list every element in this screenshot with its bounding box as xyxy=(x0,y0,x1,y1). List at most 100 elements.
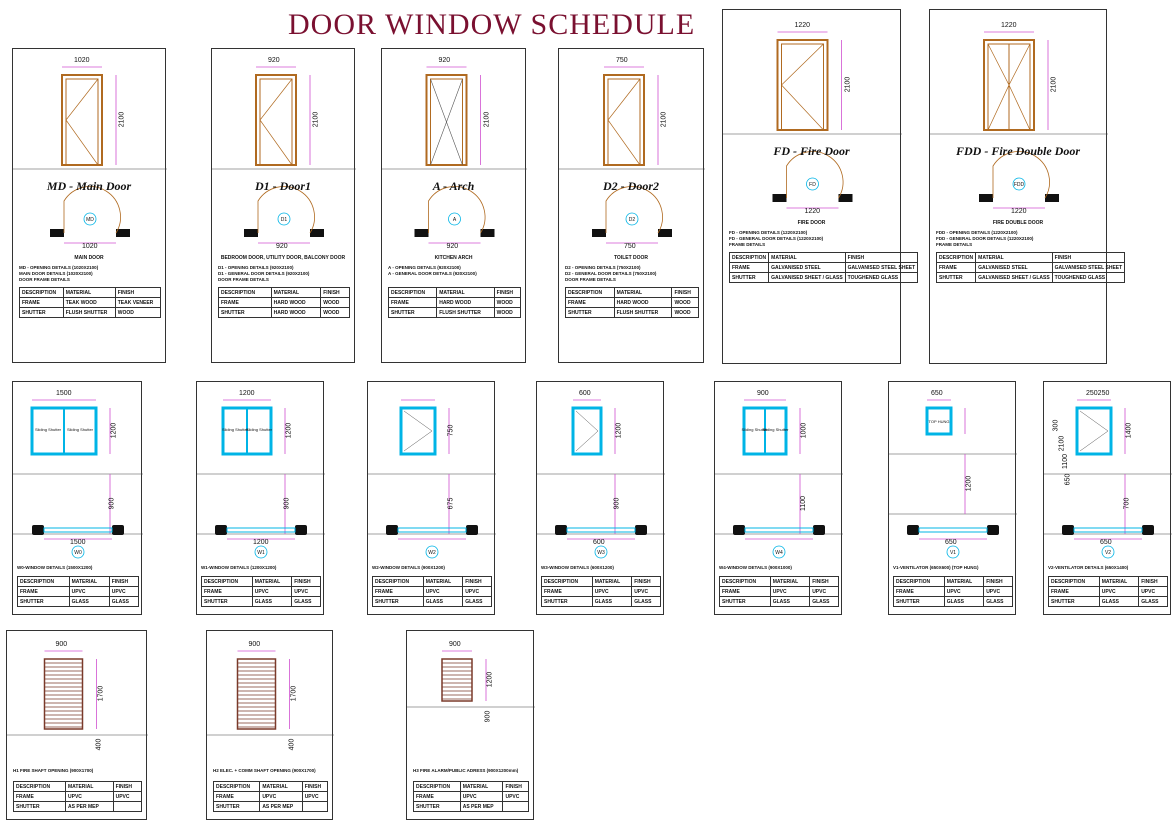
table-cell: FRAME xyxy=(565,297,615,308)
table-header-cell: FINISH xyxy=(844,252,919,263)
table-cell: GLASS xyxy=(943,596,985,607)
table-cell: GLASS xyxy=(1138,596,1168,607)
table-cell: UPVC xyxy=(301,791,329,802)
table-cell: WOOD xyxy=(320,297,350,308)
table-header-cell: FINISH xyxy=(493,287,522,298)
spec-line: MAIN DOOR DETAILS (1020X2100) xyxy=(19,271,93,276)
table-cell: TOUGHENED GLASS xyxy=(1051,272,1126,283)
table-cell: FRAME xyxy=(13,791,66,802)
door-swing-arc xyxy=(786,151,844,199)
plan-width-dimension: 1500 xyxy=(70,539,86,546)
table-cell: FLUSH SHUTTER xyxy=(62,307,116,318)
width-dimension: 900 xyxy=(55,641,68,648)
table-cell: WOOD xyxy=(320,307,350,318)
wall-block xyxy=(658,229,672,237)
table-header-cell: MATERIAL xyxy=(65,781,114,792)
table-header-cell: DESCRIPTION xyxy=(372,576,424,587)
window-card-v2-drawing: V2 xyxy=(1044,399,1172,559)
table-header-cell: MATERIAL xyxy=(259,781,303,792)
plan-width-dimension: 1200 xyxy=(253,539,269,546)
table-cell: AS PER MEP xyxy=(259,801,303,812)
window-tag: W3 xyxy=(597,550,605,556)
table-cell: UPVC xyxy=(983,586,1013,597)
spec-line: D1 - GENERAL DOOR DETAILS (920X2100) xyxy=(218,271,310,276)
door-frame-elevation xyxy=(603,74,645,166)
table-cell: FRAME xyxy=(541,586,593,597)
table-cell: UPVC xyxy=(108,586,140,597)
table-cell: SHUTTER xyxy=(541,596,593,607)
window-plan xyxy=(918,527,988,533)
window-tag: W2 xyxy=(428,550,436,556)
sill-dimension: 900 xyxy=(283,497,291,510)
sill-dimension: 675 xyxy=(447,497,455,510)
table-cell: UPVC xyxy=(943,586,985,597)
door-card-fdd-drawing: FDD xyxy=(930,31,1108,209)
plan-width-dimension: 650 xyxy=(1100,539,1112,546)
table-header-cell: DESCRIPTION xyxy=(893,576,945,587)
table-cell: GLASS xyxy=(769,596,811,607)
plan-width-dimension: 1220 xyxy=(804,208,821,215)
door-caption: FIRE DOUBLE DOOR xyxy=(992,220,1044,226)
table-cell: UPVC xyxy=(112,791,143,802)
spec-notes: A - OPENING DETAILS (920X2100)A - GENERA… xyxy=(388,265,477,277)
table-cell: GLASS xyxy=(809,596,839,607)
spec-title: H3 FIRE ALARM/PUBLIC ADRESS (900X1200mm) xyxy=(413,768,519,773)
window-plan xyxy=(43,527,113,533)
sill-dimension: 400 xyxy=(94,738,102,751)
extra-dimension: 1100 xyxy=(1062,453,1070,470)
extra-dimension: 300 xyxy=(1052,419,1060,432)
table-cell: UPVC xyxy=(462,586,492,597)
height-dimension: 1200 xyxy=(285,422,293,439)
table-cell: FRAME xyxy=(413,791,461,802)
height-dimension: 1000 xyxy=(800,422,808,439)
table-header-cell: MATERIAL xyxy=(459,781,504,792)
table-cell xyxy=(112,801,143,812)
height-dimension: 1700 xyxy=(289,685,297,702)
wall-block xyxy=(1045,194,1059,202)
window-frame-elevation xyxy=(399,406,437,456)
door-card-md-drawing: MD xyxy=(13,66,167,244)
door-title: FD - Fire Door xyxy=(773,144,850,158)
table-cell: GLASS xyxy=(591,596,633,607)
height-dimension: 1200 xyxy=(486,671,494,688)
height-dimension: 2100 xyxy=(660,111,668,128)
table-header-cell: FINISH xyxy=(114,287,162,298)
table-cell: GLASS xyxy=(983,596,1013,607)
wall-block xyxy=(592,229,606,237)
table-header-cell: DESCRIPTION xyxy=(13,781,66,792)
shaft-card-h3-drawing xyxy=(407,650,535,708)
width-dimension: 1220 xyxy=(1001,22,1017,29)
table-header-cell: DESCRIPTION xyxy=(387,287,438,298)
spec-line: D1 - OPENING DETAILS (920X2100) xyxy=(218,265,294,270)
sill-dimension: 900 xyxy=(108,497,116,510)
spec-title: W3-WINDOW DETAILS (600X1200) xyxy=(541,565,614,570)
table-cell: GALVANISED SHEET / GLASS xyxy=(975,272,1053,283)
table-header-cell: MATERIAL xyxy=(68,576,110,587)
wall-block xyxy=(310,229,324,237)
table-cell: FRAME xyxy=(19,297,64,308)
table-cell: UPVC xyxy=(65,791,114,802)
spec-line: FDD - OPENING DETAILS (1220X2100) xyxy=(936,230,1018,235)
